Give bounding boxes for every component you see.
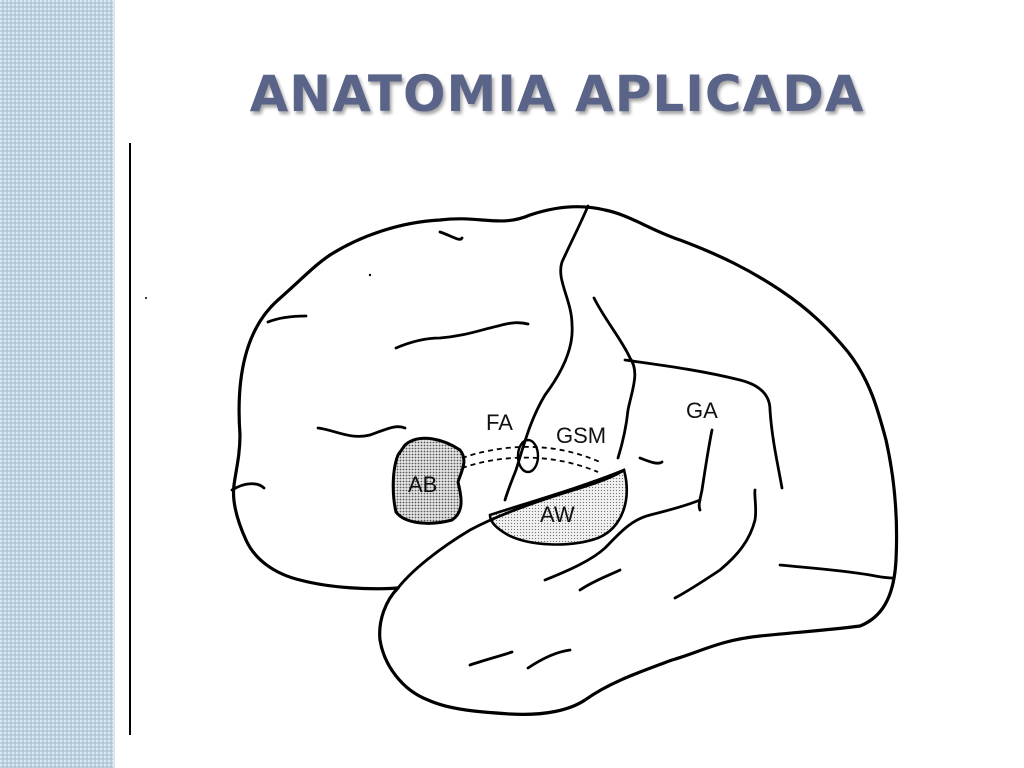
broca-area-region [391, 436, 466, 525]
central-sulcus [503, 204, 590, 502]
frontal-sulcus-top [438, 230, 464, 241]
intraparietal-sulcus [623, 358, 784, 490]
superior-frontal-sulcus [394, 321, 530, 350]
label-gsm: GSM [556, 423, 606, 448]
label-ab: AB [408, 472, 437, 497]
parietal-short-sulcus [638, 456, 664, 465]
side-band-edge [113, 0, 115, 768]
arcuate-fasciculus-lower [461, 456, 599, 473]
label-aw: AW [540, 502, 575, 527]
postcentral-sulcus [592, 296, 637, 460]
decorative-side-band [0, 0, 113, 768]
fa-oval-marker [516, 438, 540, 474]
inferior-frontal-sulcus [316, 425, 407, 438]
frontal-sulcus-short [266, 314, 308, 324]
frontal-orbital-sulcus [230, 482, 266, 492]
inferior-temporal-sulcus [468, 650, 514, 667]
speck-dot [368, 273, 372, 277]
superior-temporal-sulcus-ascending [697, 428, 714, 512]
slide-title: ANATOMIA APLICADA [249, 65, 865, 123]
label-ga: GA [686, 398, 718, 423]
arcuate-fasciculus-upper [461, 446, 601, 463]
occipital-sulcus [778, 563, 895, 580]
speck-dot [145, 297, 147, 299]
temporal-sulcus-middle [673, 488, 758, 600]
superior-temporal-sulcus [543, 498, 702, 582]
lateral-fissure [396, 468, 626, 590]
inferior-temporal-sulcus-2 [526, 648, 572, 670]
brain-outline [231, 205, 899, 716]
vertical-divider-line [129, 143, 131, 735]
label-fa: FA [486, 410, 513, 435]
inferior-temporal-sulcus-3 [578, 568, 622, 592]
